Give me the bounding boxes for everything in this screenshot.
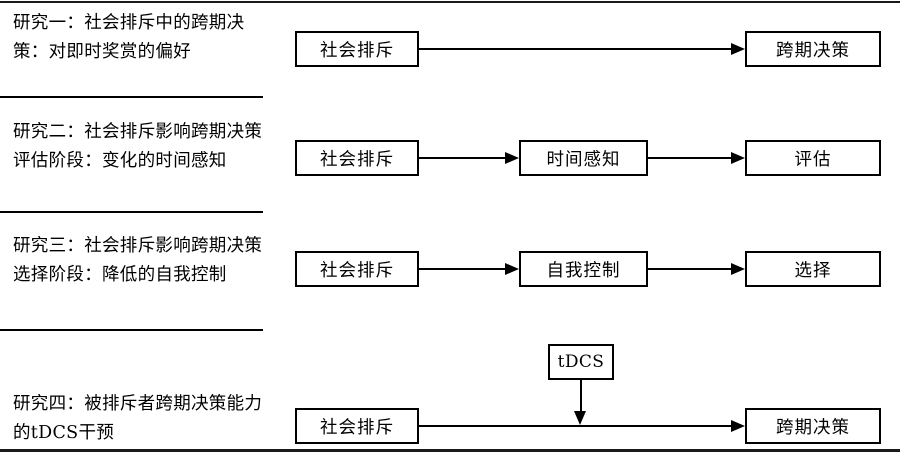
study-3-node-self-control[interactable]: 自我控制 [519,251,648,287]
study-4-edge-arrowhead [731,419,745,432]
study-3-description: 研究三：社会排斥影响跨期决策选择阶段：降低的自我控制 [13,236,263,285]
study-2-description: 研究二：社会排斥影响跨期决策评估阶段：变化的时间感知 [13,122,263,171]
study-4-node-social-exclusion[interactable]: 社会排斥 [295,408,419,444]
study-2-edge-2-line [648,157,731,159]
divider-after-study-1 [0,96,263,98]
study-2-edge-2-arrowhead [731,151,745,164]
study-4-description: 研究四：被排斥者跨期决策能力的tDCS干预 [13,394,263,443]
study-1-description: 研究一：社会排斥中的跨期决策：对即时奖赏的偏好 [13,13,245,62]
study-2-node-social-exclusion[interactable]: 社会排斥 [295,140,419,176]
study-2-node-time-perception[interactable]: 时间感知 [519,140,648,176]
study-3-edge-2-line [648,268,731,270]
study-4-intervention-line [580,380,582,412]
study-3-edge-1-arrowhead [505,262,519,275]
study-3-edge-2-arrowhead [731,262,745,275]
study-3-node-social-exclusion[interactable]: 社会排斥 [295,251,419,287]
study-2-edge-1-arrowhead [505,151,519,164]
divider-after-study-2 [0,211,263,213]
study-1-node-intertemporal-choice[interactable]: 跨期决策 [745,31,881,67]
divider-after-study-3 [0,329,263,331]
study-1-node-social-exclusion[interactable]: 社会排斥 [295,31,419,67]
study-4-intervention-arrowhead [574,411,586,425]
study-4-edge-line [419,425,737,427]
study-3-node-choice[interactable]: 选择 [745,251,881,287]
study-3-edge-1-line [419,268,507,270]
study-2-node-evaluation[interactable]: 评估 [745,140,881,176]
study-1-edge-line [419,48,737,50]
figure-top-rule [0,1,900,3]
figure-bottom-rule [0,449,900,452]
study-4-node-tdcs[interactable]: tDCS [548,344,614,380]
study-4-node-intertemporal-choice[interactable]: 跨期决策 [745,408,881,444]
study-2-edge-1-line [419,157,507,159]
study-1-edge-arrowhead [731,42,745,55]
